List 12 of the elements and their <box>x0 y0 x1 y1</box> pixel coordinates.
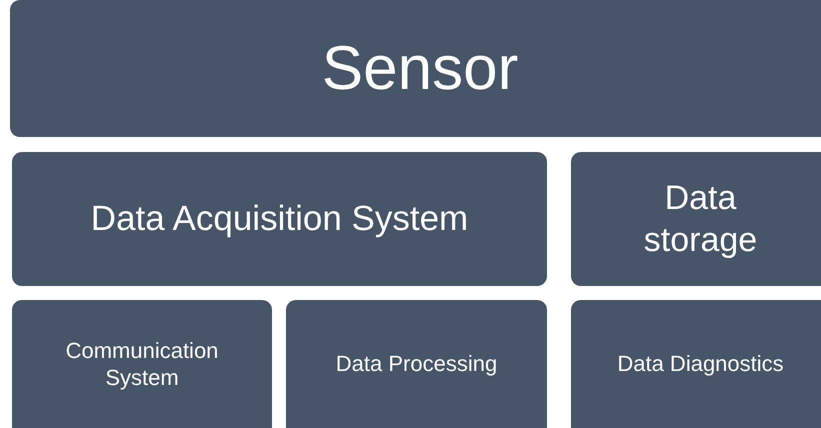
block-box <box>12 300 272 428</box>
block-box <box>10 0 821 137</box>
block-box <box>12 152 547 286</box>
block-label: Communication System <box>64 336 220 392</box>
block-label: Data Acquisition System <box>90 198 468 240</box>
block-box <box>571 300 821 428</box>
block-label: Data storage <box>642 178 758 261</box>
block-box <box>571 152 821 286</box>
block-box <box>286 300 547 428</box>
block-label: Data Processing <box>336 350 498 378</box>
block-label: Sensor <box>322 32 518 105</box>
block-label: Data Diagnostics <box>617 350 784 378</box>
